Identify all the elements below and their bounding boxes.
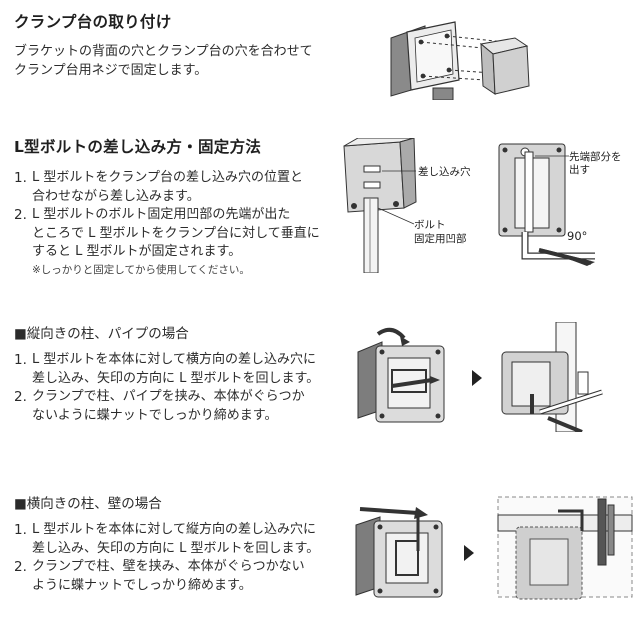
step-line: ところで L 型ボルトをクランプ台に対して垂直に (32, 225, 320, 241)
section-vertical-pole: ■縦向きの柱、パイプの場合 1. L 型ボルトを本体に対して横方向の差し込み穴に… (14, 322, 319, 425)
body-line: クランプ台用ネジで固定します。 (14, 62, 208, 78)
next-step-arrow-icon (472, 370, 482, 386)
section-horizontal-pole: ■横向きの柱、壁の場合 1. L 型ボルトを本体に対して縦方向の差し込み穴に 差… (14, 492, 319, 595)
step-item: 1. L 型ボルトをクランプ台の差し込み穴の位置と 合わせながら差し込みます。 (14, 169, 320, 206)
step-item: 2. L 型ボルトのボルト固定用凹部の先端が出た ところで L 型ボルトをクラン… (14, 206, 320, 262)
step-number: 2. (14, 559, 27, 575)
section-title: ■縦向きの柱、パイプの場合 (14, 326, 189, 342)
horizontal-pole-illustration (355, 496, 633, 600)
body-line: ブラケットの背面の穴とクランプ台の穴を合わせて (14, 44, 313, 59)
step-item: 2. クランプで柱、パイプを挟み、本体がぐらつか ないように蝶ナットでしっかり締… (14, 388, 319, 425)
steps-list: 1. L 型ボルトを本体に対して縦方向の差し込み穴に 差し込み、矢印の方向に L… (14, 521, 319, 595)
l-bolt-rotate-illustration: 先端部分を 出す 90° (498, 143, 622, 266)
angle-label: 90° (567, 229, 587, 243)
section-title: ■横向きの柱、壁の場合 (14, 496, 162, 512)
tip-label-2: 出す (569, 163, 590, 176)
steps-list: 1. L 型ボルトをクランプ台の差し込み穴の位置と 合わせながら差し込みます。 … (14, 169, 320, 262)
section-title: クランプ台の取り付け (14, 13, 172, 31)
step-number: 1. (14, 352, 27, 368)
section-l-bolt: L型ボルトの差し込み方・固定方法 1. L 型ボルトをクランプ台の差し込み穴の位… (14, 135, 320, 279)
section-title: L型ボルトの差し込み方・固定方法 (14, 138, 262, 156)
steps-list: 1. L 型ボルトを本体に対して横方向の差し込み穴に 差し込み、矢印の方向に L… (14, 351, 319, 425)
caution-note: ※しっかりと固定してから使用してください。 (32, 263, 250, 276)
step-number: 1. (14, 522, 27, 538)
step-number: 2. (14, 207, 27, 223)
step-line: L 型ボルトをクランプ台の差し込み穴の位置と (32, 170, 303, 185)
step-line: ないように蝶ナットでしっかり締めます。 (32, 407, 278, 423)
step-line: クランプで柱、壁を挟み、本体がぐらつかない (32, 559, 305, 574)
step-line: すると L 型ボルトが固定されます。 (32, 244, 242, 259)
step-line: 合わせながら差し込みます。 (32, 188, 200, 204)
step-line: 差し込み、矢印の方向に L 型ボルトを回します。 (32, 370, 320, 386)
step-line: 差し込み、矢印の方向に L 型ボルトを回します。 (32, 540, 320, 556)
step-line: クランプで柱、パイプを挟み、本体がぐらつか (32, 389, 305, 404)
l-bolt-insert-illustration: 差し込み穴 ボルト 固定用凹部 (343, 138, 471, 273)
step-item: 2. クランプで柱、壁を挟み、本体がぐらつかない ように蝶ナットでしっかり締めま… (14, 558, 319, 595)
step-line: L 型ボルトを本体に対して横方向の差し込み穴に (32, 352, 316, 367)
tip-label-1: 先端部分を (569, 150, 622, 163)
bolt-recess-label-1: ボルト (414, 219, 446, 231)
next-step-arrow-icon (464, 545, 474, 561)
bolt-recess-label-2: 固定用凹部 (414, 232, 467, 245)
vertical-pole-illustration (357, 322, 603, 432)
step-item: 1. L 型ボルトを本体に対して横方向の差し込み穴に 差し込み、矢印の方向に L… (14, 351, 319, 388)
step-number: 1. (14, 170, 27, 186)
step-number: 2. (14, 389, 27, 405)
clamp-mount-illustration (390, 21, 530, 100)
section-clamp-mount: クランプ台の取り付け ブラケットの背面の穴とクランプ台の穴を合わせて クランプ台… (14, 10, 313, 80)
step-line: L 型ボルトのボルト固定用凹部の先端が出た (32, 207, 291, 222)
step-item: 1. L 型ボルトを本体に対して縦方向の差し込み穴に 差し込み、矢印の方向に L… (14, 521, 319, 558)
step-line: ように蝶ナットでしっかり締めます。 (32, 577, 252, 593)
insert-hole-label: 差し込み穴 (418, 165, 471, 178)
step-line: L 型ボルトを本体に対して縦方向の差し込み穴に (32, 522, 316, 537)
section-body: ブラケットの背面の穴とクランプ台の穴を合わせて クランプ台用ネジで固定します。 (14, 43, 313, 80)
